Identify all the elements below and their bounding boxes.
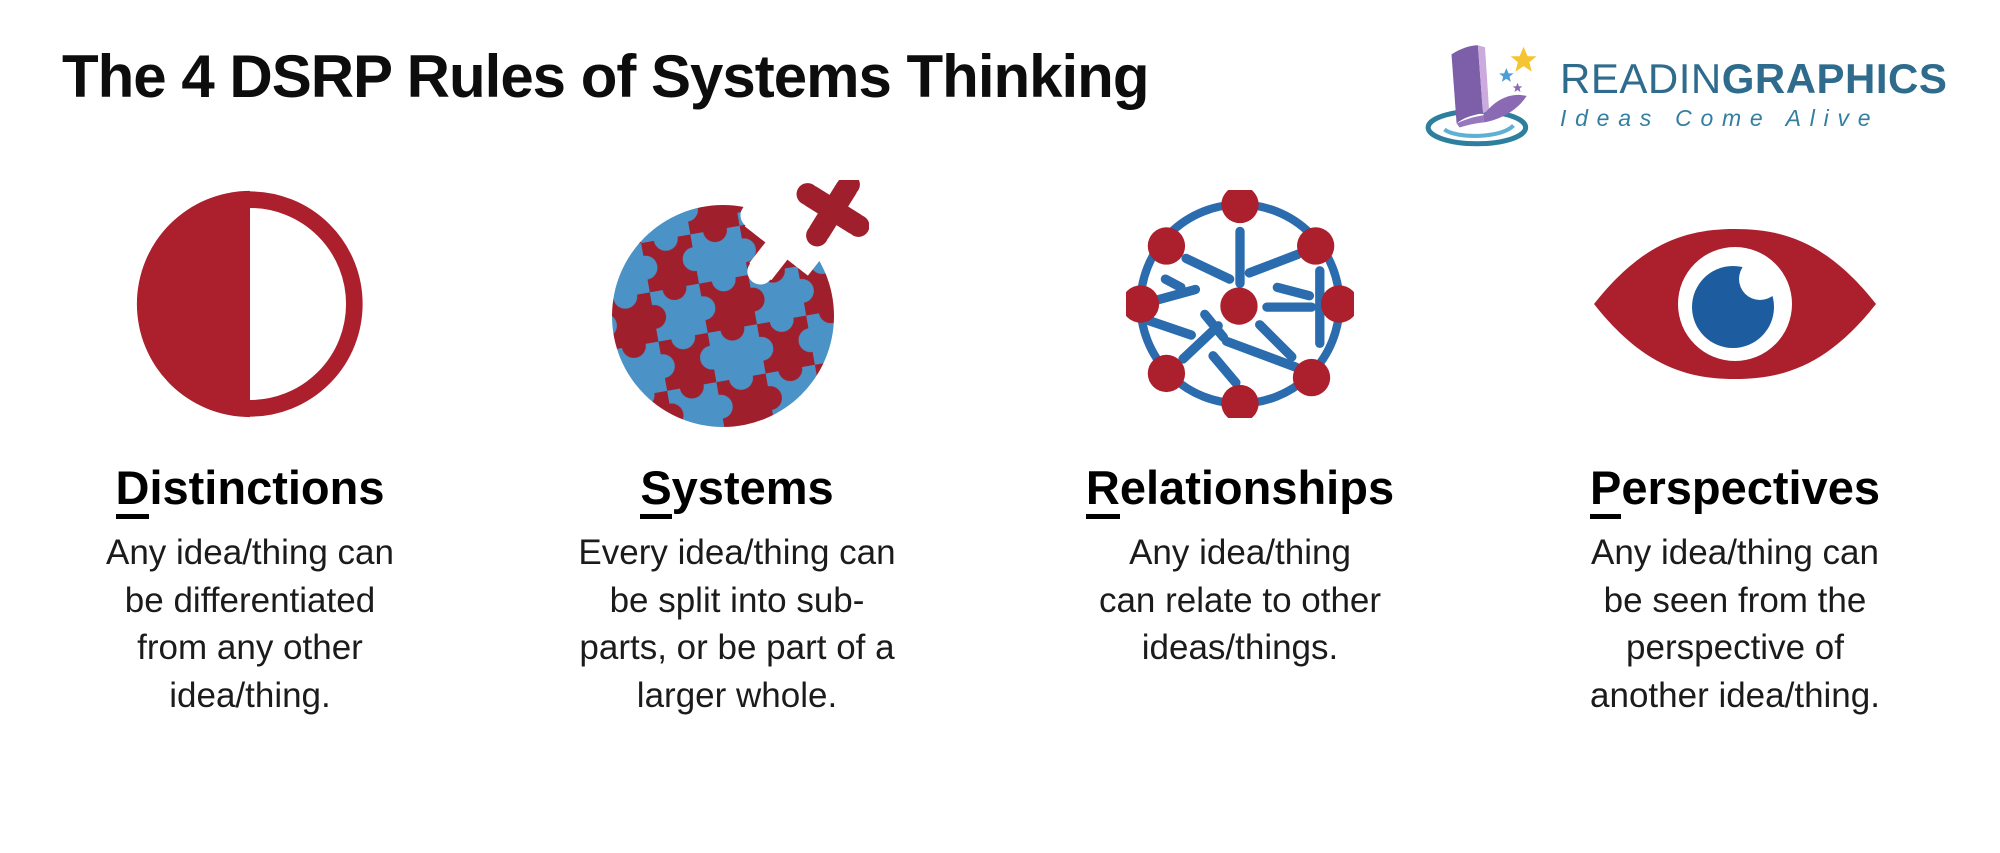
column-description: Any idea/thing can relate to other ideas… [1098, 533, 1382, 668]
half-circle-icon [30, 168, 470, 440]
brand-tagline: Ideas Come Alive [1560, 104, 1880, 131]
brand-name: READINGRAPHICS [1560, 55, 1948, 103]
column-perspectives: Perspectives Any idea/thing can be seen … [1515, 168, 1955, 719]
column-description: Any idea/thing can be differentiated fro… [106, 533, 394, 715]
column-description: Any idea/thing can be seen from the pers… [1590, 533, 1880, 715]
column-heading: Perspectives [1515, 462, 1955, 519]
page-title: The 4 DSRP Rules of Systems Thinking [62, 43, 1149, 110]
book-splash-logo-icon [1425, 45, 1537, 147]
star-icon [1510, 46, 1537, 72]
column-heading: Systems [517, 462, 957, 519]
column-heading: Distinctions [30, 462, 470, 519]
column-systems: Systems Every idea/thing can be split in… [517, 168, 957, 719]
column-heading: Relationships [1020, 462, 1460, 519]
brand-logo: READINGRAPHICS Ideas Come Alive [1418, 38, 1947, 150]
puzzle-globe-icon [517, 168, 957, 440]
network-icon [1020, 168, 1460, 440]
column-description: Every idea/thing can be split into sub- … [578, 533, 896, 715]
column-relationships: Relationships Any idea/thing can relate … [1020, 168, 1460, 672]
eye-icon [1515, 168, 1955, 440]
column-distinctions: Distinctions Any idea/thing can be diffe… [30, 168, 470, 719]
